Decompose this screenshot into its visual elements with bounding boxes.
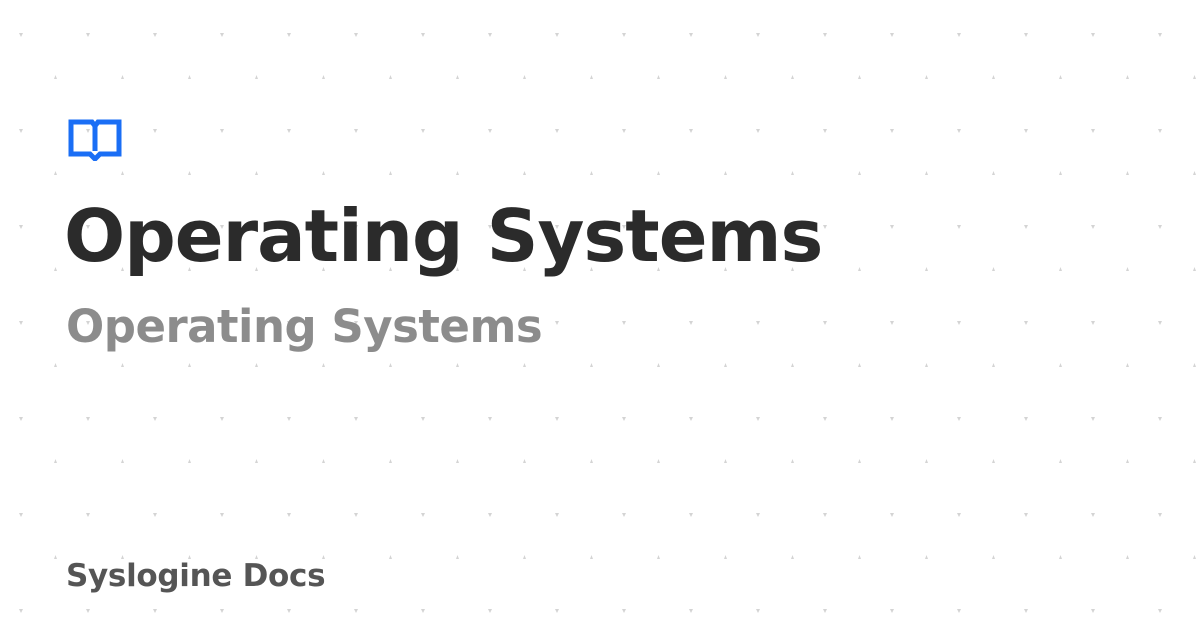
open-book-icon (68, 119, 122, 161)
page-title: Operating Systems (64, 194, 823, 278)
page-subtitle: Operating Systems (66, 300, 543, 353)
site-name: Syslogine Docs (66, 558, 326, 594)
